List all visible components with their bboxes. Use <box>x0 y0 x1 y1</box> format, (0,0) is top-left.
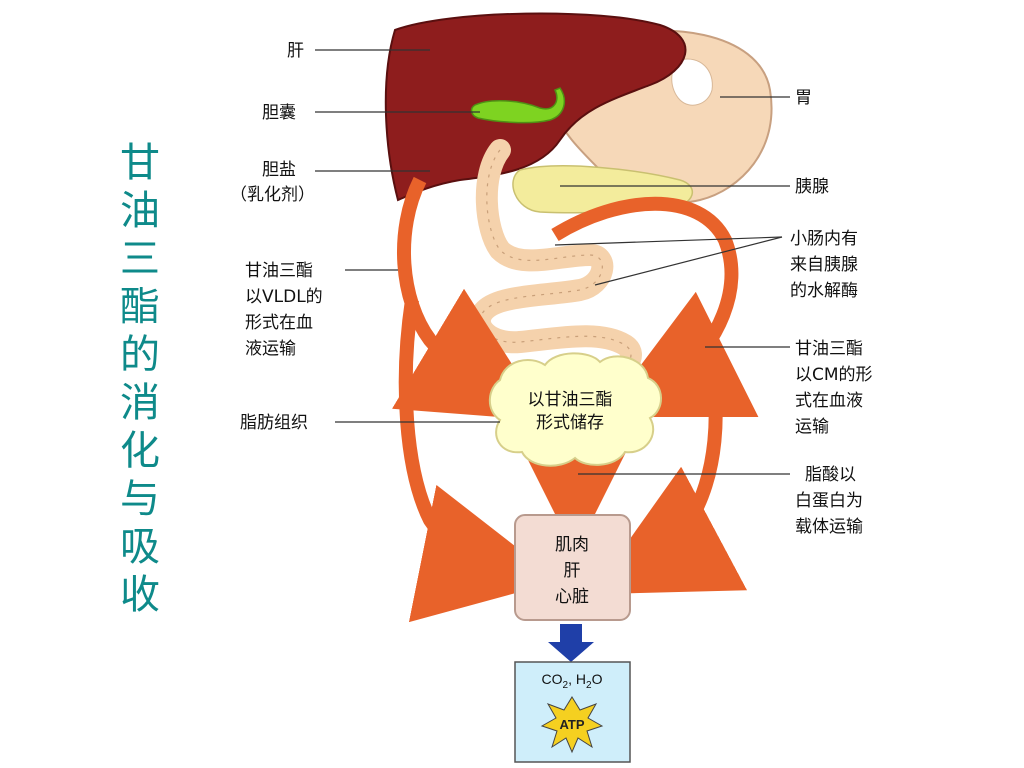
label-liver: 肝 <box>287 41 304 61</box>
label-fatty-acid-2: 白蛋白为 <box>795 491 863 511</box>
label-fatty-acid-3: 载体运输 <box>795 517 863 537</box>
label-intestine-1: 小肠内有 <box>790 229 858 249</box>
tissue-text-line3: 心脏 <box>555 587 589 607</box>
label-vldl-3: 形式在血 <box>245 313 313 333</box>
leader-lines <box>315 49 790 475</box>
label-stomach: 胃 <box>795 88 812 108</box>
label-pancreas: 胰腺 <box>795 177 829 197</box>
title-char: 甘 <box>120 140 160 186</box>
tissue-box <box>514 514 631 621</box>
vldl-arrow <box>391 176 549 421</box>
label-cm-4: 运输 <box>795 417 829 437</box>
title-char: 酯 <box>120 284 160 330</box>
label-gallbladder: 胆囊 <box>262 103 296 123</box>
label-intestine-2: 来自胰腺 <box>790 255 858 275</box>
atp-star <box>540 696 604 754</box>
label-fatty-acid-1: 脂酸以 <box>805 465 856 485</box>
gallbladder-shape <box>470 87 566 124</box>
tissue-text-line1: 肌肉 <box>555 535 589 555</box>
label-cm-2: 以CM的形 <box>795 365 873 385</box>
label-adipose: 脂肪组织 <box>240 413 308 433</box>
label-vldl-1: 甘油三酯 <box>245 261 313 281</box>
label-bile-salt-2: （乳化剂） <box>230 185 315 205</box>
page-title: 甘 油 三 酯 的 消 化 与 吸 收 <box>120 140 160 618</box>
label-vldl-4: 液运输 <box>245 339 296 359</box>
right-arrow-to-tissue <box>590 338 748 595</box>
label-intestine-3: 的水解酶 <box>790 281 858 301</box>
title-char: 油 <box>120 188 160 234</box>
label-cm-1: 甘油三酯 <box>795 339 863 359</box>
title-char: 化 <box>120 428 160 474</box>
atp-label: ATP <box>559 717 584 732</box>
title-char: 与 <box>120 476 160 522</box>
blue-down-arrow <box>548 624 594 662</box>
output-co2-h2o: CO2, H2O <box>542 671 603 691</box>
title-char: 吸 <box>120 524 160 570</box>
title-char: 消 <box>120 380 160 426</box>
cm-arrow <box>551 196 759 418</box>
tissue-text-line2: 肝 <box>564 561 581 581</box>
title-char: 三 <box>120 236 160 282</box>
label-vldl-2: 以VLDL的 <box>245 287 323 307</box>
title-char: 的 <box>120 332 160 378</box>
title-char: 收 <box>120 572 160 618</box>
label-cm-3: 式在血液 <box>795 391 863 411</box>
storage-text-line1: 以甘油三酯 <box>528 390 613 410</box>
left-arrow-to-tissue <box>398 298 560 623</box>
storage-cloud <box>488 352 662 467</box>
storage-text-line2: 形式储存 <box>536 413 604 433</box>
stomach-highlight <box>671 58 713 106</box>
label-bile-salt-1: 胆盐 <box>262 160 296 180</box>
